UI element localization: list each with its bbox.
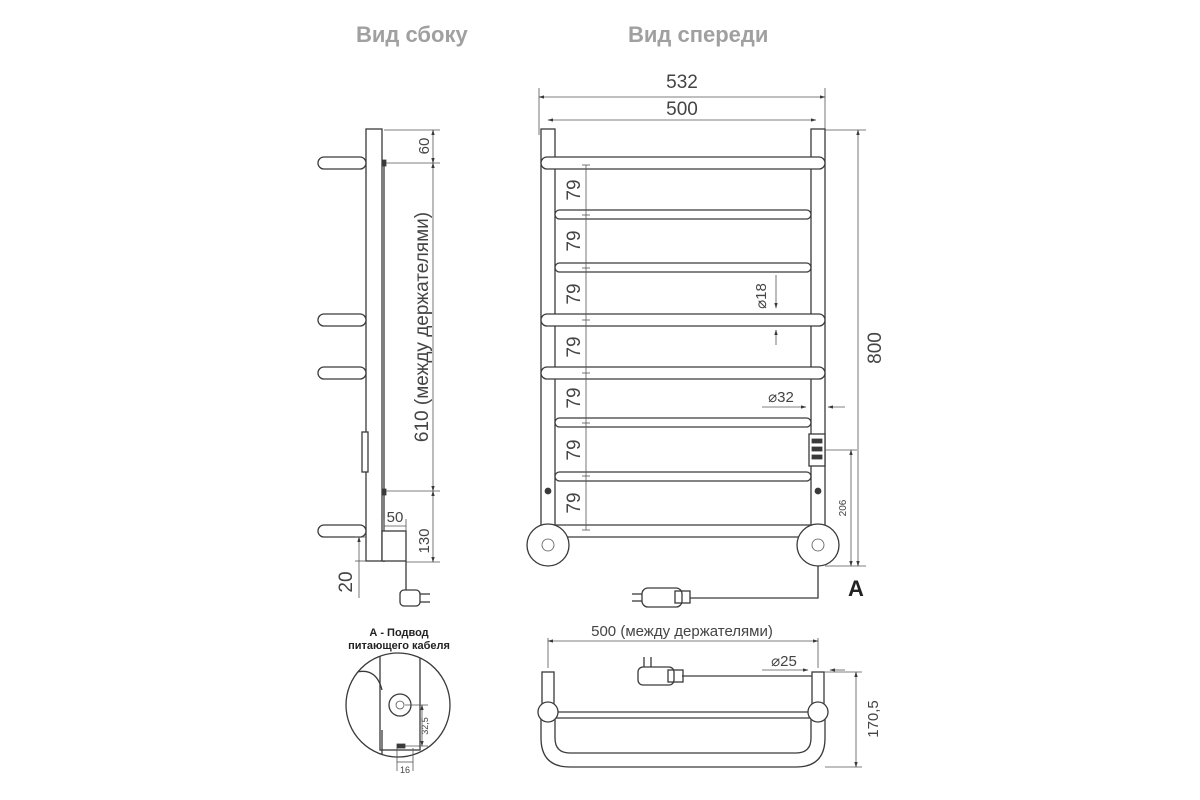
front-height-label: 800 — [865, 332, 886, 364]
control-button-icon — [811, 454, 823, 460]
front-width-total-label: 532 — [666, 72, 698, 93]
detail-width-label: 16 — [400, 765, 410, 775]
control-height-dim: 206 — [825, 449, 857, 567]
front-height-dim: 800 — [825, 129, 886, 567]
front-width-holders-dim: 500 — [547, 99, 817, 122]
top-depth-label: 170,5 — [865, 700, 882, 738]
cable-diameter-label: ⌀25 — [771, 653, 797, 670]
detail-height-label: 32,5 — [420, 717, 430, 735]
rung-6 — [554, 417, 812, 428]
top-plug-icon — [637, 657, 684, 686]
spacing-label-3: 79 — [564, 283, 585, 304]
control-switch-icon — [811, 438, 823, 444]
detail-a: А - Подвод питающего кабеля 32,5 16 — [345, 627, 451, 775]
top-holder-right — [811, 671, 825, 707]
side-view: 60 610 (между держателями) 130 50 — [317, 128, 440, 607]
rung-2 — [554, 209, 812, 220]
rung-8 — [540, 524, 826, 538]
bottom-cap-left — [526, 523, 570, 567]
floor-offset-dim: 20 — [336, 536, 366, 598]
spacing-label-4: 79 — [564, 336, 585, 357]
right-post — [810, 128, 826, 551]
power-plug-icon — [632, 587, 691, 608]
detail-cable-entry — [396, 743, 406, 749]
front-width-holders-label: 500 — [666, 99, 698, 120]
top-joint-left — [537, 701, 559, 723]
top-depth-dim: 170,5 — [824, 671, 882, 768]
spacing-label-6: 79 — [564, 439, 585, 460]
floor-offset-label: 20 — [336, 571, 357, 592]
top-offset-label: 60 — [416, 138, 433, 155]
side-control-unit — [361, 431, 369, 473]
cable-diameter-dim: ⌀25 — [762, 653, 845, 672]
tube-diameter-label: ⌀18 — [753, 283, 770, 309]
side-rung-bottom — [317, 524, 367, 538]
wall-gap-label: 50 — [387, 509, 404, 526]
rung-7 — [554, 471, 812, 482]
spacing-label-7: 79 — [564, 492, 585, 513]
wall-gap-dim: 50 — [383, 509, 407, 531]
detail-title-line1: А - Подвод — [369, 627, 428, 639]
holder-bottom-left — [544, 487, 552, 495]
side-holder-top — [381, 159, 387, 167]
control-indicator-icon — [811, 446, 823, 452]
side-holder-bottom — [381, 488, 387, 496]
top-holders-dim: 500 (между держателями) — [547, 623, 819, 668]
top-view: 500 (между держателями) — [537, 623, 882, 768]
tube-diameter-dim: ⌀18 — [753, 275, 778, 345]
cable-outlet-box — [381, 530, 407, 562]
side-rung-top — [317, 156, 367, 170]
bottom-offset-label: 130 — [416, 528, 433, 553]
holder-bottom-right — [814, 487, 822, 495]
cable-point-label: A — [848, 576, 864, 601]
spacing-label-2: 79 — [564, 230, 585, 251]
rung-5 — [540, 366, 826, 380]
rung-3 — [554, 262, 812, 273]
post-diameter-dim: ⌀32 — [762, 389, 845, 409]
power-cable — [690, 566, 819, 599]
top-joint-right — [807, 701, 829, 723]
front-width-total-dim: 532 — [538, 72, 826, 135]
front-view: 532 500 — [526, 72, 886, 608]
spacing-label-1: 79 — [564, 179, 585, 200]
side-post — [365, 128, 383, 562]
side-view-title: Вид сбоку — [356, 22, 468, 47]
top-frame-outer — [540, 712, 826, 768]
front-view-title: Вид спереди — [628, 22, 769, 47]
top-offset-dim: 60 — [384, 129, 440, 164]
side-rung-middle — [317, 313, 367, 327]
post-diameter-label: ⌀32 — [768, 389, 794, 406]
rung-1 — [540, 156, 826, 170]
side-rung-lower — [317, 366, 367, 380]
holder-spacing-label: 610 (между держателями) — [412, 212, 433, 442]
bottom-cap-right — [796, 523, 840, 567]
rung-spacing-dims: 79 79 79 79 79 79 79 — [564, 164, 590, 531]
bottom-offset-dim: 130 — [406, 490, 440, 563]
top-holders-label: 500 (между держателями) — [591, 623, 773, 640]
holder-spacing-dim: 610 (между держателями) — [386, 162, 440, 492]
spacing-label-5: 79 — [564, 387, 585, 408]
detail-circle — [345, 652, 451, 758]
side-plug-icon — [399, 589, 430, 607]
left-post — [540, 128, 556, 551]
top-holder-left — [541, 671, 555, 707]
rung-4 — [540, 313, 826, 327]
detail-title-line2: питающего кабеля — [348, 640, 450, 652]
top-frame-inner — [554, 712, 812, 754]
control-height-label: 206 — [838, 499, 849, 516]
